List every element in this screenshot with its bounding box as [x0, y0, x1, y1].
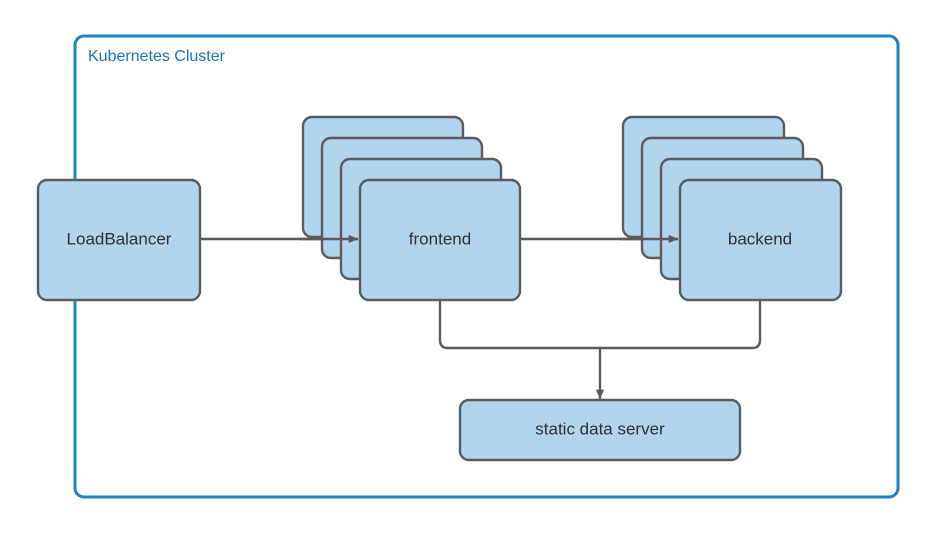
node-frontend[interactable]: frontend — [301, 115, 522, 302]
cluster-title: Kubernetes Cluster — [88, 48, 226, 65]
edge-backend-to-static-data-server — [598, 298, 762, 350]
loadbalancer-label: LoadBalancer — [67, 229, 172, 248]
backend-stack-card-1[interactable] — [678, 178, 843, 302]
loadbalancer-box[interactable] — [36, 178, 202, 302]
frontend-stack-card-1[interactable] — [358, 178, 522, 302]
static-data-server-box[interactable] — [458, 398, 742, 462]
static-data-server-label: static data server — [535, 419, 665, 438]
node-backend[interactable]: backend — [621, 115, 843, 302]
frontend-label: frontend — [409, 229, 471, 248]
node-static-data-server[interactable]: static data server — [458, 398, 742, 462]
backend-label: backend — [728, 229, 792, 248]
edge-frontend-to-static-data-server — [438, 298, 602, 350]
node-loadbalancer[interactable]: LoadBalancer — [36, 178, 202, 302]
